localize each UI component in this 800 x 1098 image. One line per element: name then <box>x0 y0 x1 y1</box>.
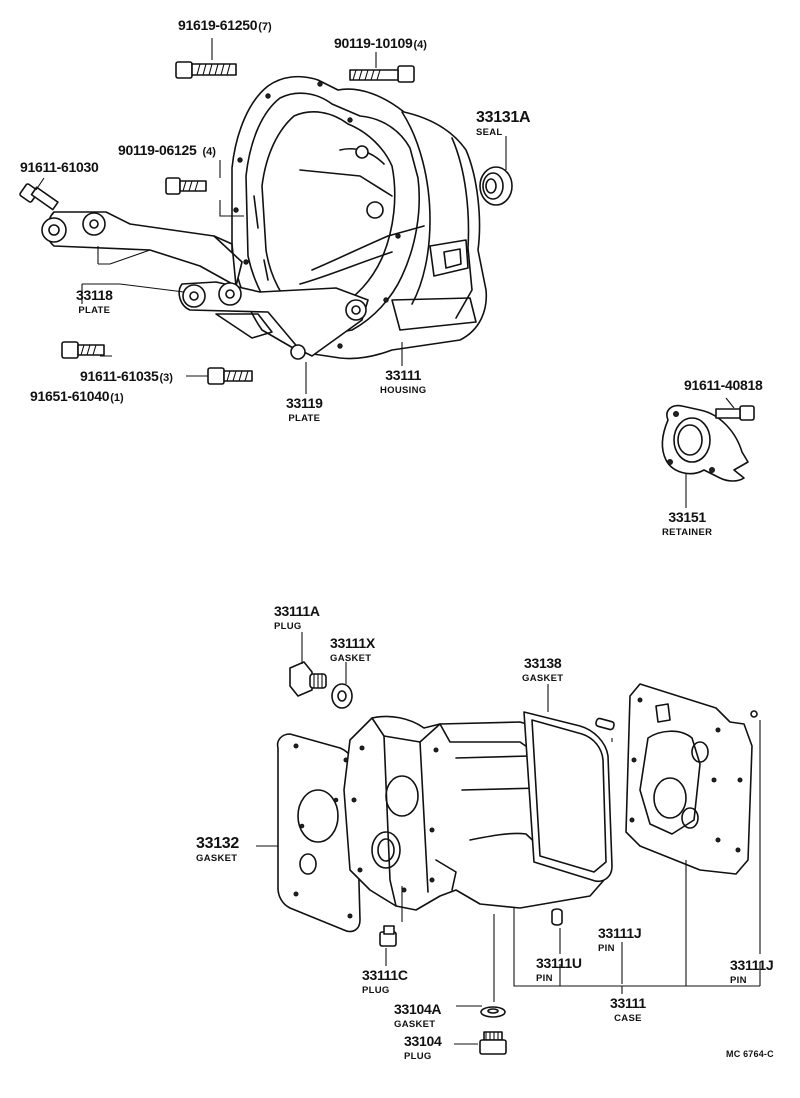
part-name: GASKET <box>330 653 372 664</box>
callout-33151: 33151 RETAINER <box>662 510 712 538</box>
gasket-33132 <box>276 733 361 933</box>
part-number: 33118 <box>76 287 113 303</box>
quantity: (4) <box>413 39 427 51</box>
gasket-33111X <box>331 683 353 709</box>
part-number: 33132 <box>196 835 239 852</box>
part-name: GASKET <box>394 1019 436 1030</box>
part-name: PIN <box>730 975 747 986</box>
bolt-91611-40818 <box>715 405 755 421</box>
part-number: 33111X <box>330 635 375 651</box>
part-name: PLUG <box>274 621 302 632</box>
part-name: CASE <box>614 1013 642 1024</box>
part-number: 90119-10109 <box>334 35 413 51</box>
callout-33131A: 33131A SEAL <box>476 109 531 138</box>
pin-33111J-upper <box>595 717 615 731</box>
extension-housing-plate <box>625 683 753 875</box>
callout-33119: 33119 PLATE <box>286 396 323 424</box>
part-number: 91611-40818 <box>684 377 763 393</box>
part-name: PLUG <box>404 1051 432 1062</box>
callout-33111J-right: 33111J PIN <box>730 957 774 986</box>
callout-90119-06125: 90119-06125 (4) <box>118 143 216 159</box>
callout-33104: 33104 PLUG <box>404 1033 442 1062</box>
bolt-90119-06125 <box>165 177 207 195</box>
callout-33104A: 33104A GASKET <box>394 1001 442 1030</box>
part-number: 33111C <box>362 967 408 983</box>
plug-33111A <box>289 661 327 697</box>
part-number: 33111J <box>730 957 774 973</box>
part-number: 33104 <box>404 1033 442 1049</box>
part-name: PLATE <box>288 413 321 424</box>
plate-33118 <box>41 211 243 287</box>
callout-90119-10109: 90119-10109(4) <box>334 36 427 52</box>
callout-91611-40818: 91611-40818 <box>684 377 763 394</box>
part-number: 33131A <box>476 109 531 126</box>
diagram-code: MC 6764-C <box>726 1049 774 1059</box>
quantity: (1) <box>110 392 124 404</box>
quantity: (4) <box>202 146 216 158</box>
part-name: PLATE <box>78 305 111 316</box>
bolt-91611-61030 <box>19 183 59 211</box>
part-number: 33111J <box>598 925 642 941</box>
part-number: 33104A <box>394 1001 442 1017</box>
part-name: PLUG <box>362 985 390 996</box>
callout-33118: 33118 PLATE <box>76 288 113 316</box>
callout-33111A: 33111A PLUG <box>274 604 320 632</box>
part-number: 33111 <box>610 995 646 1011</box>
callout-33111J-center: 33111J PIN <box>598 925 642 954</box>
quantity: (3) <box>159 372 173 384</box>
part-number: 91611-61035 <box>80 368 159 384</box>
callout-91619-61250: 91619-61250(7) <box>178 18 272 34</box>
callout-91651-61040: 91651-61040(1) <box>30 389 124 405</box>
part-number: 91611-61030 <box>20 159 99 175</box>
pin-33111J-right <box>750 710 758 718</box>
leader-lines-top <box>35 38 735 508</box>
part-name: GASKET <box>522 673 564 684</box>
part-name: RETAINER <box>662 527 713 538</box>
part-name: HOUSING <box>380 385 427 396</box>
part-number: 33111U <box>536 955 582 971</box>
part-number: 33151 <box>668 509 706 525</box>
callout-33111-case: 33111 CASE <box>610 996 646 1024</box>
gasket-33104A <box>480 1006 506 1018</box>
pin-33111U <box>551 908 563 926</box>
callout-33111C: 33111C PLUG <box>362 968 408 996</box>
quantity: (7) <box>258 21 272 33</box>
leader-lines-bottom <box>256 632 761 1045</box>
clutch-housing <box>231 75 488 360</box>
part-number: 90119-06125 <box>118 142 197 158</box>
seal-part <box>479 166 513 206</box>
part-number: 91651-61040 <box>30 388 110 404</box>
gasket-33138 <box>523 711 613 882</box>
retainer-part <box>661 404 749 482</box>
part-name: PIN <box>598 943 615 954</box>
part-name: GASKET <box>196 853 238 864</box>
bolt-91619-61250 <box>175 61 237 79</box>
callout-33111X: 33111X GASKET <box>330 636 375 664</box>
callout-91611-61035: 91611-61035(3) <box>80 369 173 385</box>
bolt-91611-61035 <box>207 367 253 385</box>
part-number: 33111 <box>385 367 422 383</box>
part-name: SEAL <box>476 127 503 138</box>
part-number: 33119 <box>286 395 323 411</box>
bolt-91651-61040 <box>61 341 105 359</box>
callout-33111U: 33111U PIN <box>536 956 582 984</box>
part-number: 33111A <box>274 603 320 619</box>
callout-91611-61030: 91611-61030 <box>20 159 99 176</box>
callout-33111-housing: 33111 HOUSING <box>380 368 426 396</box>
part-number: 33138 <box>523 655 562 671</box>
callout-33132: 33132 GASKET <box>196 836 239 864</box>
plate-33119 <box>178 281 369 360</box>
plug-33111C <box>379 925 397 947</box>
callout-33138: 33138 GASKET <box>522 656 563 684</box>
part-number: 91619-61250 <box>178 17 258 33</box>
plug-33104 <box>479 1031 507 1055</box>
part-name: PIN <box>536 973 553 984</box>
bolt-90119-10109 <box>349 65 415 83</box>
